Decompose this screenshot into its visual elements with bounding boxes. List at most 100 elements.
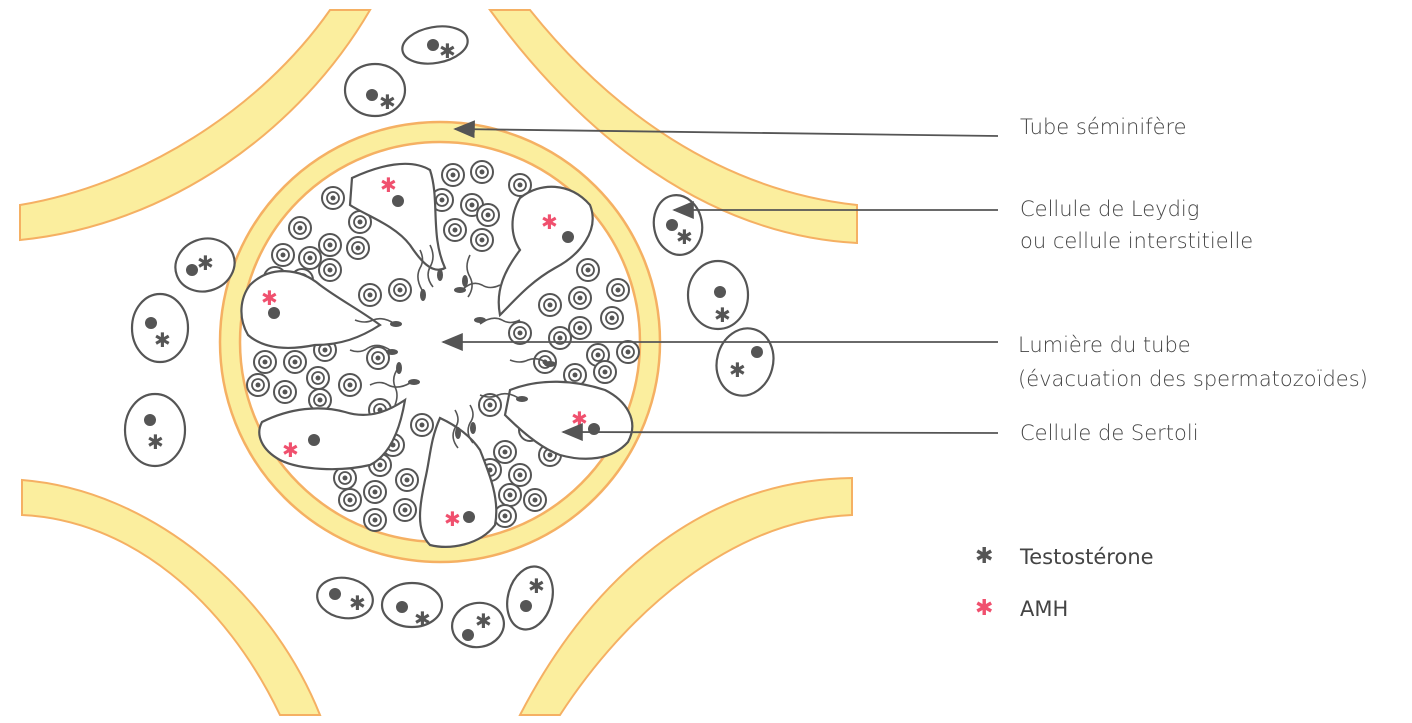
germ-cell	[366, 346, 390, 370]
leydig-cell: ✱	[130, 292, 190, 364]
sertoli-cell	[258, 397, 407, 471]
germ-cell	[410, 413, 434, 437]
testosterone-icon: ✱	[975, 544, 994, 569]
germ-cell	[568, 316, 592, 340]
svg-text:✱: ✱	[541, 210, 558, 234]
svg-text:✱: ✱	[571, 407, 588, 431]
leydig-cell: ✱	[123, 392, 187, 468]
svg-text:✱: ✱	[197, 251, 214, 275]
amh-icon: ✱	[975, 596, 994, 621]
leydig-cell: ✱	[316, 576, 374, 620]
sertoli-cell	[503, 380, 634, 460]
germ-cell	[393, 498, 417, 522]
svg-text:✱: ✱	[282, 438, 299, 462]
germ-cell	[346, 236, 370, 260]
germ-cell	[283, 350, 307, 374]
germ-cell	[443, 218, 467, 242]
label-leydig-line1: Cellule de Leydig	[1020, 197, 1200, 221]
adjacent-tubules	[19, 9, 858, 716]
leydig-cell: ✱	[686, 259, 750, 331]
germ-cell	[318, 258, 342, 282]
svg-text:✱: ✱	[528, 574, 545, 598]
adjacent-tubule-top-left	[19, 9, 372, 242]
amh-markers: ✱ ✱ ✱ ✱ ✱ ✱	[261, 173, 588, 531]
germ-cell	[363, 508, 387, 532]
germ-cell	[441, 163, 465, 187]
germ-cell	[548, 326, 572, 350]
germ-cell	[318, 233, 342, 257]
germ-cell	[523, 488, 547, 512]
svg-text:✱: ✱	[154, 328, 171, 352]
label-sertoli: Cellule de Sertoli	[1020, 421, 1199, 445]
svg-text:✱: ✱	[380, 173, 397, 197]
leydig-cell: ✱	[380, 581, 444, 631]
germ-cell	[333, 466, 357, 490]
leydig-cell: ✱	[174, 237, 236, 293]
svg-text:✱: ✱	[147, 430, 164, 454]
germ-cell	[246, 373, 270, 397]
germ-cell	[298, 246, 322, 270]
svg-text:✱: ✱	[475, 609, 492, 633]
label-lumen-line1: Lumière du tube	[1018, 333, 1191, 357]
svg-text:✱: ✱	[349, 591, 366, 615]
adjacent-tubule-top-right	[488, 9, 858, 245]
spermatozoa-heads	[386, 269, 556, 439]
sertoli-cell	[240, 270, 382, 350]
label-leydig-line2: ou cellule interstitielle	[1020, 229, 1254, 253]
label-lumen-line2: (évacuation des spermatozoïdes)	[1018, 367, 1368, 391]
arrow-tube	[453, 120, 999, 139]
germ-cell	[498, 483, 522, 507]
germ-cell	[538, 293, 562, 317]
germ-cell	[600, 306, 624, 330]
leydig-cell: ✱	[401, 25, 469, 65]
svg-text:✱: ✱	[414, 607, 431, 631]
germ-cell	[508, 321, 532, 345]
germ-cell	[476, 203, 500, 227]
svg-text:✱: ✱	[444, 507, 461, 531]
svg-text:✱: ✱	[261, 286, 278, 310]
germ-cell	[388, 278, 412, 302]
germ-cell	[321, 186, 345, 210]
germ-cell	[308, 388, 332, 412]
svg-text:✱: ✱	[729, 358, 746, 382]
leydig-cell: ✱	[652, 194, 704, 256]
germ-cell	[606, 278, 630, 302]
germ-cell	[273, 380, 297, 404]
arrow-sertoli	[561, 423, 999, 442]
germ-cell	[430, 188, 454, 212]
germ-cell	[271, 243, 295, 267]
germ-cells	[246, 160, 640, 532]
germ-cell	[306, 366, 330, 390]
germ-cell	[470, 160, 494, 184]
germ-cell	[253, 350, 277, 374]
germ-cell	[616, 340, 640, 364]
germ-cell	[563, 363, 587, 387]
leydig-cell: ✱	[451, 601, 505, 649]
legend-label: Testostérone	[1020, 545, 1154, 569]
germ-cell	[508, 173, 532, 197]
legend-label: AMH	[1020, 597, 1069, 621]
legend-amh: ✱ AMH	[975, 594, 1068, 624]
leydig-cell: ✱	[715, 327, 775, 397]
adjacent-tubule-bottom-right	[518, 476, 853, 716]
germ-cell	[576, 258, 600, 282]
germ-cell	[358, 283, 382, 307]
leydig-cell: ✱	[343, 62, 407, 118]
germ-cell	[568, 286, 592, 310]
germ-cell	[288, 216, 312, 240]
leydig-cell: ✱	[506, 565, 554, 631]
germ-cell	[593, 360, 617, 384]
sertoli-cells	[240, 162, 634, 548]
svg-text:✱: ✱	[676, 225, 693, 249]
svg-text:✱: ✱	[439, 39, 456, 63]
legend-testosterone: ✱ Testostérone	[975, 542, 1154, 572]
sertoli-cell	[348, 162, 447, 271]
label-tube-seminifere: Tube séminifère	[1020, 115, 1187, 139]
germ-cell	[470, 228, 494, 252]
germ-cell	[395, 468, 419, 492]
germ-cell	[363, 480, 387, 504]
germ-cell	[493, 440, 517, 464]
adjacent-tubule-bottom-left	[21, 478, 322, 716]
